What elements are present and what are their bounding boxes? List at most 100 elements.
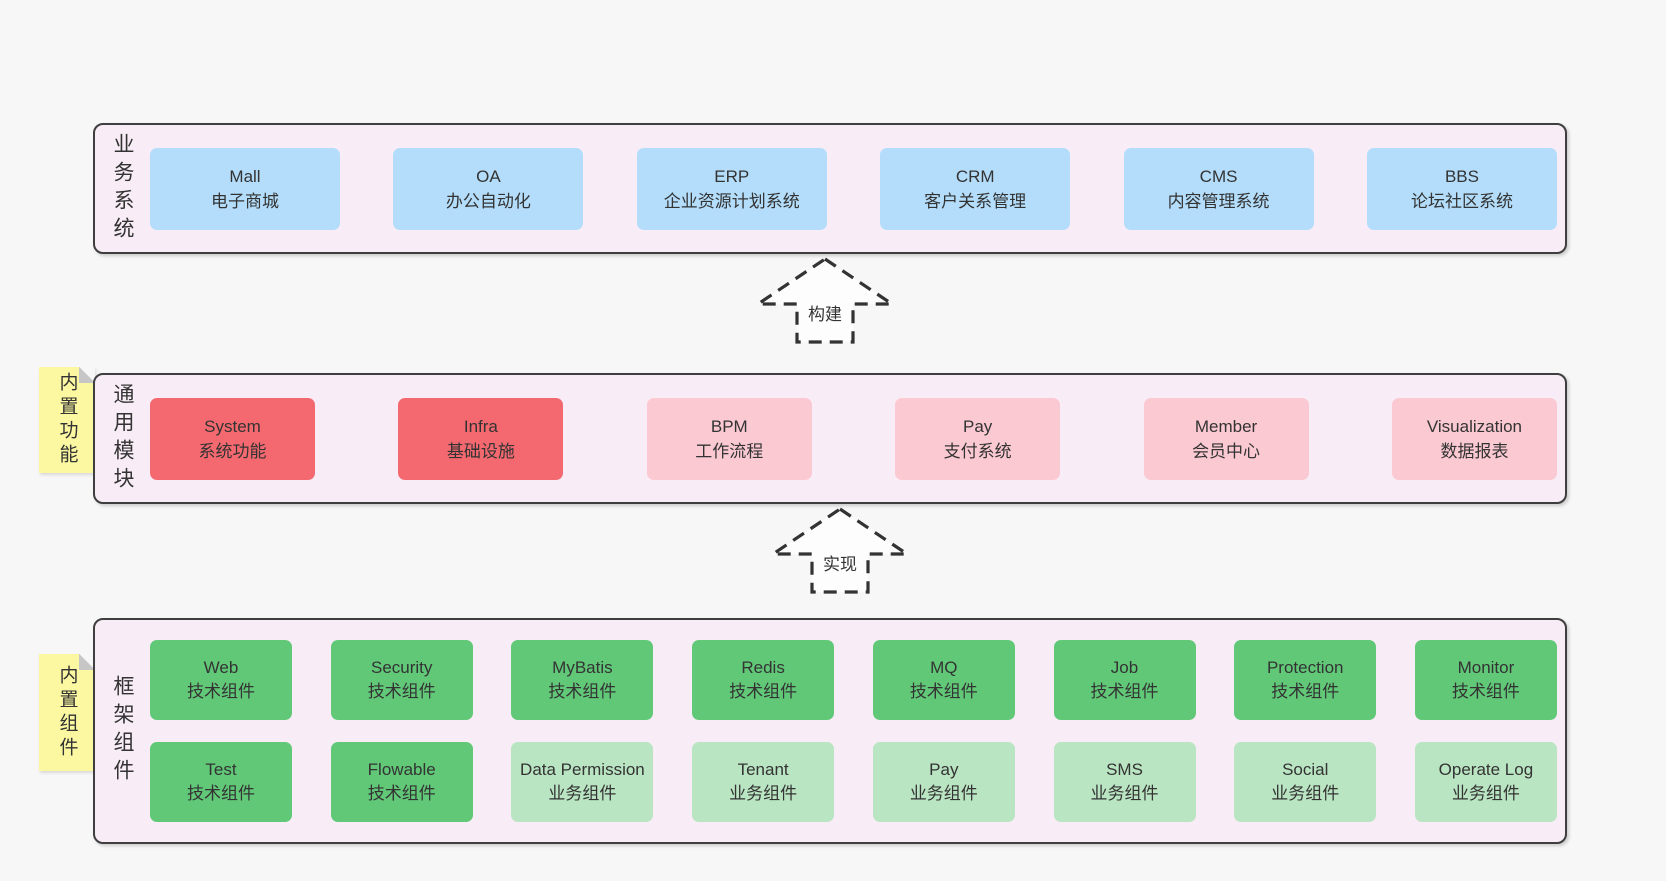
box-name: SMS xyxy=(1106,760,1143,779)
box-name: ERP xyxy=(714,166,750,186)
common-modules-side-label: 通用模块 xyxy=(111,382,134,495)
box-subtitle: 技术组件 xyxy=(187,682,255,701)
box-name: Job xyxy=(1110,658,1139,677)
box-name: BPM xyxy=(710,416,748,436)
box-web: Web 技术组件 xyxy=(150,640,292,720)
box-name: Test xyxy=(205,760,237,779)
build-arrow-label: 构建 xyxy=(808,305,842,324)
framework-components-grid: Web 技术组件 Security 技术组件 MyBatis 技术组件 Redi… xyxy=(150,620,1557,842)
box-redis: Redis 技术组件 xyxy=(692,640,835,720)
common-modules-panel: 通用模块 System 系统功能 Infra 基础设施 BPM 工作流程 Pay… xyxy=(93,373,1567,504)
box-monitor: Monitor 技术组件 xyxy=(1414,640,1557,720)
box-subtitle: 论坛社区系统 xyxy=(1410,191,1513,211)
box-subtitle: 业务组件 xyxy=(909,784,978,803)
box-name: Operate Log xyxy=(1438,760,1534,779)
box-subtitle: 办公自动化 xyxy=(445,191,531,211)
box-member: Member 会员中心 xyxy=(1143,397,1309,480)
built-in-components-note: 内置组件 xyxy=(39,654,95,771)
framework-components-row-1: Web 技术组件 Security 技术组件 MyBatis 技术组件 Redi… xyxy=(150,640,1557,720)
box-flowable: Flowable 技术组件 xyxy=(330,742,473,822)
box-subtitle: 客户关系管理 xyxy=(924,191,1027,211)
box-name: Protection xyxy=(1266,658,1344,677)
box-subtitle: 业务组件 xyxy=(1451,784,1520,803)
box-visualization: Visualization 数据报表 xyxy=(1391,397,1557,480)
box-job: Job 技术组件 xyxy=(1053,640,1196,720)
box-name: Member xyxy=(1194,416,1258,436)
box-subtitle: 技术组件 xyxy=(1451,682,1520,701)
box-subtitle: 电子商城 xyxy=(211,191,279,211)
box-name: System xyxy=(204,416,261,436)
box-subtitle: 工作流程 xyxy=(695,441,764,461)
box-name: Infra xyxy=(463,416,498,436)
box-name: BBS xyxy=(1444,166,1479,186)
box-social: Social 业务组件 xyxy=(1234,742,1377,822)
box-subtitle: 技术组件 xyxy=(548,682,617,701)
box-subtitle: 技术组件 xyxy=(367,682,436,701)
box-data-permission: Data Permission 业务组件 xyxy=(511,742,654,822)
box-test: Test 技术组件 xyxy=(150,742,292,822)
box-protection: Protection 技术组件 xyxy=(1234,640,1377,720)
framework-components-side-label: 框架组件 xyxy=(111,675,134,787)
framework-components-row-2: Test 技术组件 Flowable 技术组件 Data Permission … xyxy=(150,742,1557,822)
box-subtitle: 数据报表 xyxy=(1440,441,1509,461)
box-subtitle: 内容管理系统 xyxy=(1167,191,1270,211)
box-subtitle: 业务组件 xyxy=(548,784,617,803)
business-systems-panel: 业务系统 Mall 电子商城 OA 办公自动化 ERP 企业资源计划系统 CRM… xyxy=(93,123,1567,254)
box-name: OA xyxy=(476,166,501,186)
box-subtitle: 技术组件 xyxy=(909,682,978,701)
box-mq: MQ 技术组件 xyxy=(872,640,1015,720)
common-modules-row: System 系统功能 Infra 基础设施 BPM 工作流程 Pay 支付系统… xyxy=(150,375,1557,502)
box-name: Tenant xyxy=(737,760,789,779)
box-crm: CRM 客户关系管理 xyxy=(880,147,1071,230)
box-subtitle: 企业资源计划系统 xyxy=(663,191,800,211)
box-name: Monitor xyxy=(1457,658,1515,677)
box-sms: SMS 业务组件 xyxy=(1053,742,1196,822)
box-subtitle: 技术组件 xyxy=(1090,682,1159,701)
built-in-features-note: 内置功能 xyxy=(39,367,95,473)
box-subtitle: 会员中心 xyxy=(1192,441,1261,461)
box-pay-component: Pay 业务组件 xyxy=(872,742,1015,822)
box-name: CRM xyxy=(955,166,995,186)
implement-arrow-icon: 实现 xyxy=(767,506,913,594)
box-subtitle: 技术组件 xyxy=(187,784,255,803)
business-systems-side-label: 业务系统 xyxy=(111,132,134,245)
built-in-components-note-label: 内置组件 xyxy=(56,664,78,761)
box-name: Data Permission xyxy=(520,760,645,779)
box-subtitle: 业务组件 xyxy=(729,784,798,803)
box-system: System 系统功能 xyxy=(150,397,315,480)
box-name: CMS xyxy=(1199,166,1238,186)
box-name: Mall xyxy=(229,166,261,186)
box-erp: ERP 企业资源计划系统 xyxy=(636,147,827,230)
box-mall: Mall 电子商城 xyxy=(150,147,340,230)
box-name: Visualization xyxy=(1426,416,1523,436)
framework-components-panel: 框架组件 Web 技术组件 Security 技术组件 MyBatis 技术组件… xyxy=(93,618,1567,844)
box-subtitle: 业务组件 xyxy=(1271,784,1340,803)
box-bpm: BPM 工作流程 xyxy=(646,397,812,480)
box-name: Pay xyxy=(929,760,959,779)
box-pay-module: Pay 支付系统 xyxy=(895,397,1061,480)
box-infra: Infra 基础设施 xyxy=(398,397,564,480)
box-cms: CMS 内容管理系统 xyxy=(1123,147,1314,230)
box-name: MyBatis xyxy=(552,658,613,677)
box-bbs: BBS 论坛社区系统 xyxy=(1366,147,1557,230)
box-subtitle: 系统功能 xyxy=(198,441,267,461)
box-tenant: Tenant 业务组件 xyxy=(692,742,835,822)
built-in-features-note-label: 内置功能 xyxy=(56,372,78,468)
box-subtitle: 基础设施 xyxy=(446,441,515,461)
box-subtitle: 技术组件 xyxy=(1271,682,1340,701)
box-subtitle: 支付系统 xyxy=(943,441,1012,461)
box-name: Flowable xyxy=(367,760,436,779)
box-mybatis: MyBatis 技术组件 xyxy=(511,640,654,720)
box-name: Security xyxy=(370,658,433,677)
box-subtitle: 技术组件 xyxy=(367,784,436,803)
box-subtitle: 技术组件 xyxy=(729,682,798,701)
box-security: Security 技术组件 xyxy=(330,640,473,720)
box-name: Social xyxy=(1282,760,1329,779)
implement-arrow-label: 实现 xyxy=(823,555,857,574)
box-name: Pay xyxy=(963,416,993,436)
box-name: Web xyxy=(203,658,239,677)
box-subtitle: 业务组件 xyxy=(1090,784,1159,803)
box-name: Redis xyxy=(741,658,785,677)
business-systems-row: Mall 电子商城 OA 办公自动化 ERP 企业资源计划系统 CRM 客户关系… xyxy=(150,125,1557,252)
